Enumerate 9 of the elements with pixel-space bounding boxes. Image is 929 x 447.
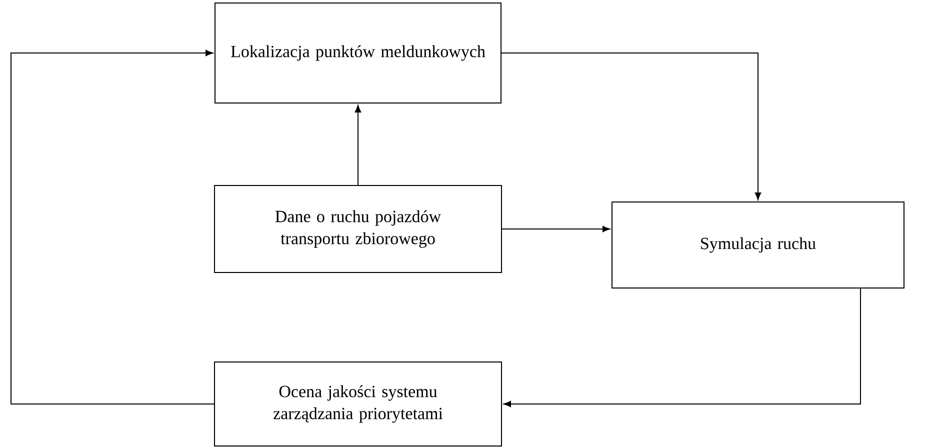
arrow: [501, 52, 762, 200]
process-box: Symulacja ruchu: [612, 202, 904, 288]
process-box: Dane o ruchu pojazdów transportu zbiorowego: [214, 185, 502, 273]
arrow: [354, 105, 362, 186]
arrow: [502, 226, 610, 232]
process-box: Lokalizacja punktów meldunkowych: [214, 2, 502, 104]
arrow: [10, 50, 214, 404]
process-box: Ocena jakości systemu zarządzania priorytetami: [214, 362, 502, 446]
arrow: [504, 288, 861, 408]
